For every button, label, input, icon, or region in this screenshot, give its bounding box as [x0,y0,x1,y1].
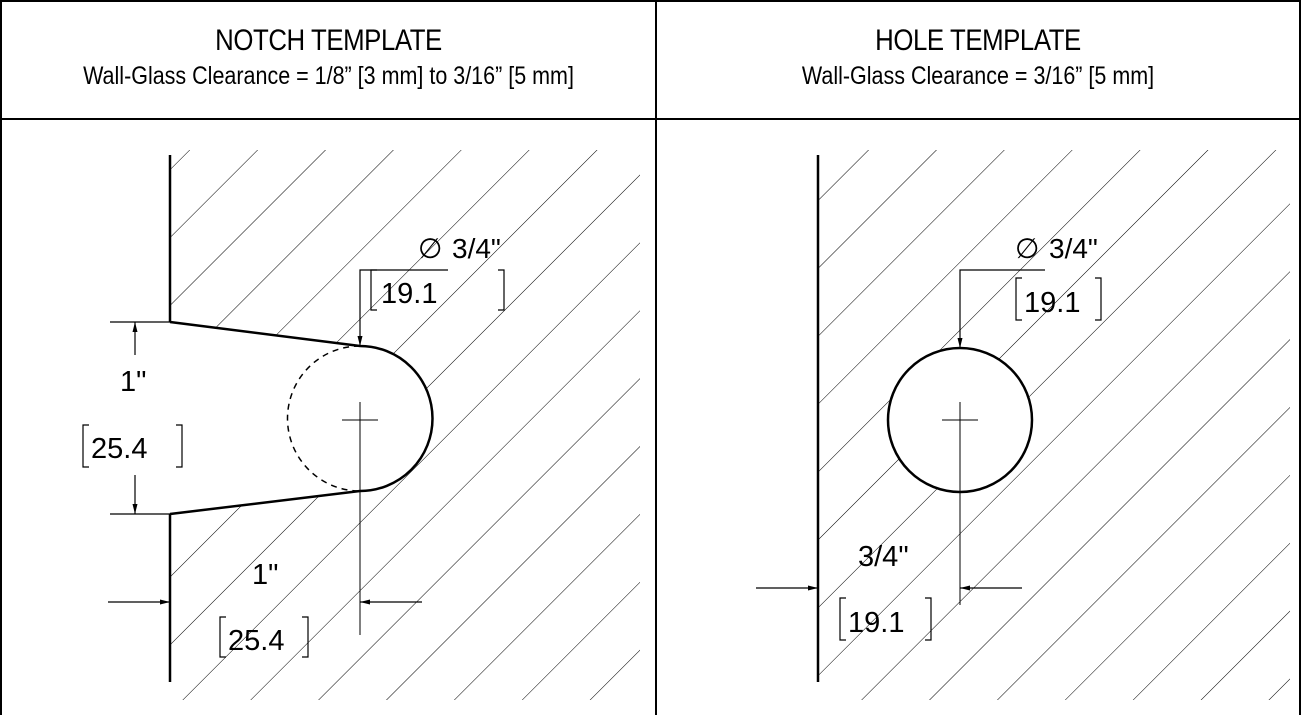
hole-template-header: HOLE TEMPLATE Wall-Glass Clearance = 3/1… [657,0,1299,119]
hole-diameter-metric-brackets [1015,277,1102,321]
notch-diameter-imperial: 3/4" [452,233,501,264]
notch-diameter-symbol: ∅ [418,233,442,264]
notch-height-imperial: 1" [120,366,146,398]
panel-divider [655,0,657,715]
notch-depth-metric: 25.4 [228,625,284,657]
hole-diameter-imperial: 3/4" [1049,233,1098,264]
notch-template-header: NOTCH TEMPLATE Wall-Glass Clearance = 1/… [2,0,655,119]
notch-diameter-metric: 19.1 [381,278,437,310]
hole-center-mark [942,402,978,605]
hole-offset-metric-brackets [839,597,932,641]
hole-diameter-symbol: ∅ [1015,233,1039,264]
hole-template-clearance: Wall-Glass Clearance = 3/16” [5 mm] [801,62,1155,90]
hole-diameter-leader [957,269,1045,348]
notch-diameter-leader [357,269,448,346]
notch-diameter-metric-brackets [370,269,505,311]
hole-diameter-metric: 19.1 [1024,287,1080,319]
outer-border-top [0,0,1301,2]
hole-offset-imperial: 3/4" [858,541,909,573]
notch-depth-imperial: 1" [252,559,278,591]
hole-offset-metric: 19.1 [848,607,904,639]
notch-glass-hatch [170,150,640,700]
notch-outline [168,155,434,682]
notch-height-metric-brackets [82,424,183,468]
notch-template-clearance: Wall-Glass Clearance = 1/8” [3 mm] to 3/… [83,62,574,90]
notch-template-title: NOTCH TEMPLATE [215,24,442,57]
hole-template-title: HOLE TEMPLATE [875,24,1081,57]
outer-border-left [0,0,2,715]
notch-height-metric: 25.4 [91,433,147,465]
notch-height-dimension [110,321,170,515]
header-divider [0,118,1301,120]
notch-depth-metric-brackets [219,616,309,658]
outer-border-right [1299,0,1301,715]
